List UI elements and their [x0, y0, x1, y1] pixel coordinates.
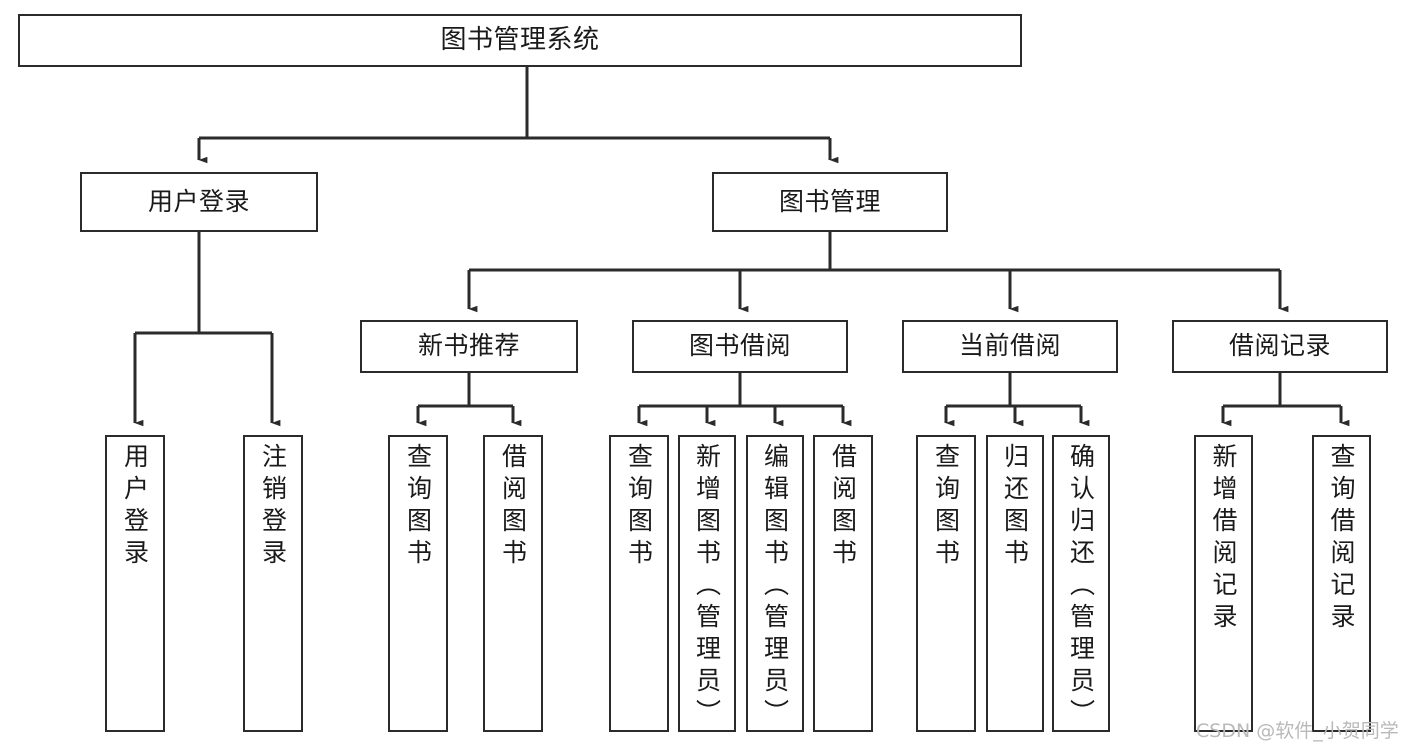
node-leaf-add-book[interactable]: 新增图书（管理员）: [678, 435, 736, 732]
node-leaf-user-logout-label: 注销登录: [258, 443, 288, 571]
node-borrow-record[interactable]: 借阅记录: [1172, 320, 1388, 373]
node-leaf-return-book-label: 归还图书: [1000, 443, 1030, 571]
node-leaf-borrow-book-1[interactable]: 借阅图书: [483, 435, 543, 732]
node-leaf-confirm-return[interactable]: 确认归还（管理员）: [1052, 435, 1110, 732]
node-leaf-confirm-return-label: 确认归还（管理员）: [1066, 443, 1096, 731]
node-leaf-add-record-label: 新增借阅记录: [1209, 443, 1238, 635]
node-user-login-label: 用户登录: [147, 186, 250, 216]
node-leaf-query-book-3-label: 查询图书: [931, 443, 961, 571]
node-leaf-edit-book-label: 编辑图书（管理员）: [760, 443, 790, 731]
node-leaf-query-record-label: 查询借阅记录: [1327, 443, 1356, 635]
node-leaf-user-logout[interactable]: 注销登录: [243, 435, 303, 732]
node-book-manage-label: 图书管理: [778, 186, 881, 216]
node-book-manage[interactable]: 图书管理: [712, 172, 948, 232]
node-leaf-query-book-2[interactable]: 查询图书: [609, 435, 669, 732]
node-leaf-borrow-book-1-label: 借阅图书: [498, 443, 528, 571]
node-leaf-edit-book[interactable]: 编辑图书（管理员）: [746, 435, 804, 732]
node-leaf-borrow-book-2-label: 借阅图书: [828, 443, 858, 571]
node-book-borrow[interactable]: 图书借阅: [632, 320, 848, 373]
node-leaf-add-record[interactable]: 新增借阅记录: [1194, 435, 1253, 732]
node-current-borrow-label: 当前借阅: [958, 331, 1061, 361]
node-borrow-record-label: 借阅记录: [1228, 331, 1331, 361]
node-leaf-query-book-3[interactable]: 查询图书: [916, 435, 976, 732]
node-root-label: 图书管理系统: [440, 24, 600, 55]
node-leaf-user-login-label: 用户登录: [120, 443, 150, 571]
node-user-login[interactable]: 用户登录: [80, 172, 318, 232]
node-leaf-query-book-2-label: 查询图书: [624, 443, 654, 571]
node-current-borrow[interactable]: 当前借阅: [902, 320, 1118, 373]
node-book-borrow-label: 图书借阅: [688, 331, 791, 361]
node-leaf-borrow-book-2[interactable]: 借阅图书: [813, 435, 873, 732]
node-new-book-rec-label: 新书推荐: [417, 331, 520, 361]
node-leaf-query-book-1[interactable]: 查询图书: [388, 435, 448, 732]
node-root[interactable]: 图书管理系统: [18, 14, 1022, 67]
node-leaf-query-record[interactable]: 查询借阅记录: [1312, 435, 1371, 732]
csdn-watermark: CSDN @软件_小贺同学: [1196, 720, 1399, 742]
node-leaf-query-book-1-label: 查询图书: [403, 443, 433, 571]
node-leaf-user-login[interactable]: 用户登录: [105, 435, 165, 732]
node-leaf-add-book-label: 新增图书（管理员）: [692, 443, 722, 731]
node-leaf-return-book[interactable]: 归还图书: [986, 435, 1044, 732]
node-new-book-rec[interactable]: 新书推荐: [360, 320, 578, 373]
